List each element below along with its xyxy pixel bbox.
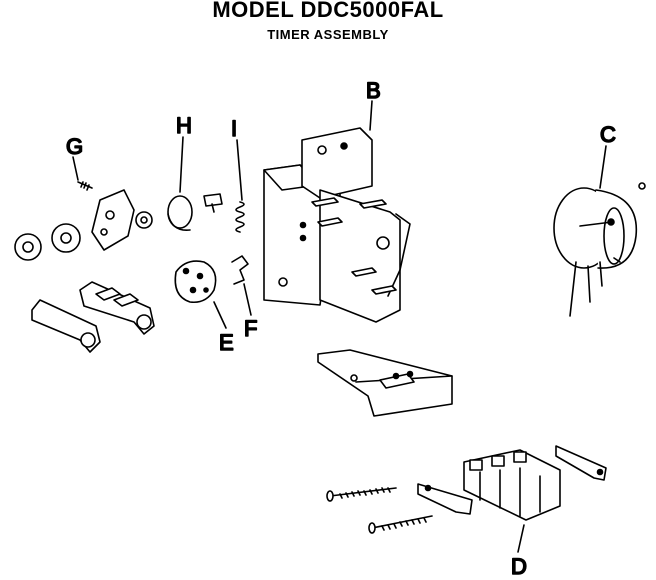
cam-gear-group-g (14, 181, 153, 261)
callout-label-d: D (511, 554, 527, 579)
leader-lines (72, 100, 607, 553)
callout-label-b: B (366, 78, 381, 103)
callout-label-e: E (219, 330, 234, 355)
callout-label-g: G (66, 134, 83, 159)
timer-motor-c (553, 182, 646, 317)
small-bracket-f (231, 255, 249, 285)
spring-clip-h (167, 193, 223, 231)
assembly-subtitle: TIMER ASSEMBLY (267, 27, 389, 42)
callout-label-c: C (600, 122, 616, 147)
coil-spring-i (235, 201, 245, 233)
model-title: MODEL DDC5000FAL (212, 0, 444, 22)
callout-label-h: H (176, 113, 192, 138)
cam-wheel-e (174, 260, 217, 304)
lever-arms (31, 281, 155, 353)
callout-label-i: I (231, 116, 237, 141)
switch-mount-plate (317, 349, 453, 417)
switch-assembly-d (326, 445, 607, 534)
timer-bracket-b (263, 127, 411, 323)
callout-label-f: F (244, 316, 257, 341)
